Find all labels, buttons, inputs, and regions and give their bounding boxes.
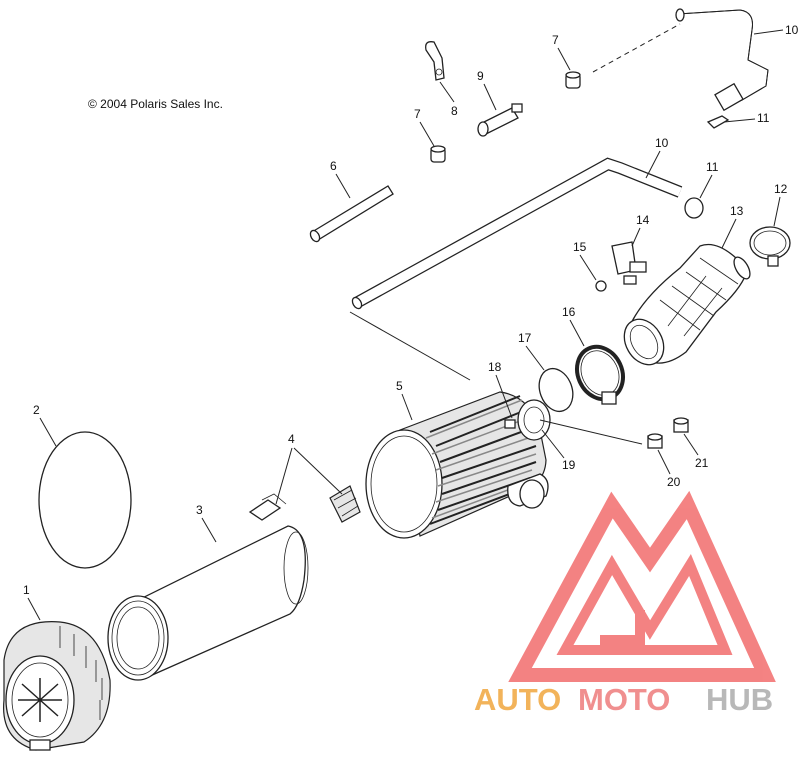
callout-8: 8 <box>451 104 458 118</box>
callout-3: 3 <box>196 503 203 517</box>
part-15-screw <box>595 280 607 292</box>
part-20-nut <box>647 433 663 449</box>
part-6-tube <box>309 185 394 243</box>
part-16-band-clamp <box>575 344 625 405</box>
watermark-text: AUTO MOTO HUB <box>474 682 773 717</box>
watermark-moto: MOTO <box>578 682 670 717</box>
callout-17: 17 <box>518 331 532 345</box>
callout-1: 1 <box>23 583 30 597</box>
part-10-long-hose <box>351 157 683 310</box>
part-18-bolt <box>504 419 516 429</box>
part-11-collar <box>684 197 704 219</box>
part-4-valve-a <box>248 493 287 521</box>
callout-9: 9 <box>477 69 484 83</box>
callouts: 1 2 3 4 5 6 7 7 8 9 10 10 11 11 12 13 <box>23 23 799 621</box>
watermark-hub: HUB <box>706 682 773 717</box>
callout-6: 6 <box>330 159 337 173</box>
callout-10-top: 10 <box>785 23 799 37</box>
callout-19: 19 <box>562 458 576 472</box>
part-7-clamp-top <box>565 71 581 89</box>
part-17-gasket <box>538 367 574 413</box>
callout-7-top: 7 <box>552 33 559 47</box>
callout-11-mid: 11 <box>706 160 719 174</box>
part-7-clamp-mid <box>430 145 446 163</box>
callout-14: 14 <box>636 213 650 227</box>
watermark-auto: AUTO <box>474 682 561 717</box>
part-14-sensor <box>611 241 647 285</box>
part-8-clip <box>425 41 445 81</box>
callout-10-mid: 10 <box>655 136 669 150</box>
copyright-text: © 2004 Polaris Sales Inc. <box>88 97 223 111</box>
part-1-end-cap <box>3 621 111 751</box>
part-12-band-clamp <box>749 226 791 267</box>
watermark-logo <box>508 490 776 682</box>
callout-12: 12 <box>774 182 788 196</box>
callout-15: 15 <box>573 240 587 254</box>
callout-21: 21 <box>695 456 709 470</box>
callout-13: 13 <box>730 204 744 218</box>
part-11-clip-top <box>706 115 730 129</box>
callout-2: 2 <box>33 403 40 417</box>
callout-4: 4 <box>288 432 295 446</box>
callout-11-top: 11 <box>757 111 770 125</box>
callout-5: 5 <box>396 379 403 393</box>
part-13-intake-duct <box>623 243 751 366</box>
callout-20: 20 <box>667 475 681 489</box>
part-21-spacer <box>673 417 689 433</box>
part-2-gasket-ring <box>38 431 132 569</box>
part-3-filter-element <box>107 525 309 681</box>
callout-7-mid: 7 <box>414 107 421 121</box>
part-4-valve-b <box>329 485 361 523</box>
part-10-upper-hose <box>675 8 769 112</box>
callout-18: 18 <box>488 360 502 374</box>
part-9-connector <box>477 103 523 137</box>
part-5-filter-housing <box>365 391 551 539</box>
callout-16: 16 <box>562 305 576 319</box>
